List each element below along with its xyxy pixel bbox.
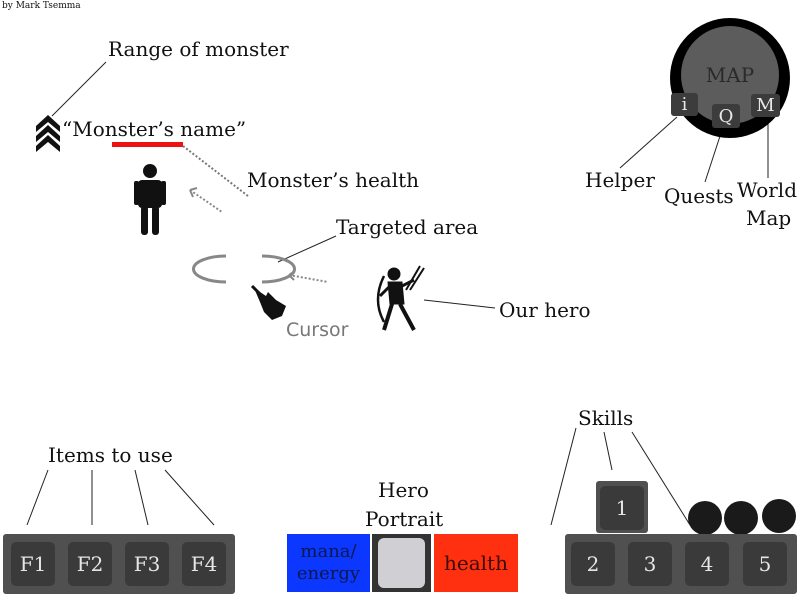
label-hero-portrait-line2: Portrait xyxy=(365,507,444,531)
item-slot-f1[interactable]: F1 xyxy=(11,542,55,586)
monster-health-bar xyxy=(112,142,183,147)
mana-energy-bar: mana/ energy xyxy=(287,534,370,592)
author-credit: by Mark Tsemma xyxy=(2,1,81,11)
quests-button[interactable]: Q xyxy=(712,104,740,128)
pointing-hand-icon xyxy=(250,284,286,320)
label-quests: Quests xyxy=(664,184,734,208)
skill-charge-dot xyxy=(688,501,722,535)
label-targeted-area: Targeted area xyxy=(336,215,479,239)
archer-icon xyxy=(376,265,425,331)
skill-slot-3[interactable]: 3 xyxy=(628,542,672,586)
skill-slot-1[interactable]: 1 xyxy=(600,486,644,530)
monster-name-label: “Monster’s name” xyxy=(62,117,247,141)
label-hero-portrait-line1: Hero xyxy=(378,478,429,502)
label-helper: Helper xyxy=(585,168,655,192)
skill-charge-dot xyxy=(724,501,758,535)
label-cursor: Cursor xyxy=(286,319,349,341)
label-skills: Skills xyxy=(578,406,634,430)
label-world-map-line1: World xyxy=(737,178,797,202)
label-monster-health: Monster’s health xyxy=(247,168,420,192)
item-slot-f4[interactable]: F4 xyxy=(182,542,226,586)
item-slot-f3[interactable]: F3 xyxy=(125,542,169,586)
label-range-of-monster: Range of monster xyxy=(108,37,289,61)
helper-button[interactable]: i xyxy=(671,93,698,116)
item-slot-f2[interactable]: F2 xyxy=(68,542,112,586)
skill-slot-4[interactable]: 4 xyxy=(685,542,729,586)
mana-label-line1: mana/ xyxy=(300,541,357,562)
skill-charge-dot xyxy=(762,499,796,533)
mana-label-line2: energy xyxy=(296,563,361,584)
chevron-stack-icon xyxy=(36,115,60,152)
hero-portrait[interactable] xyxy=(378,538,425,588)
skill-slot-5[interactable]: 5 xyxy=(743,542,787,586)
world-map-button[interactable]: M xyxy=(751,94,780,117)
label-world-map-line2: Map xyxy=(746,206,792,230)
person-silhouette-icon xyxy=(134,164,166,235)
health-bar: health xyxy=(434,534,518,592)
skill-slot-2[interactable]: 2 xyxy=(571,542,615,586)
label-our-hero: Our hero xyxy=(499,298,591,322)
arrow-icon xyxy=(189,187,223,213)
label-items-to-use: Items to use xyxy=(48,443,173,467)
target-reticle-icon xyxy=(192,254,296,284)
